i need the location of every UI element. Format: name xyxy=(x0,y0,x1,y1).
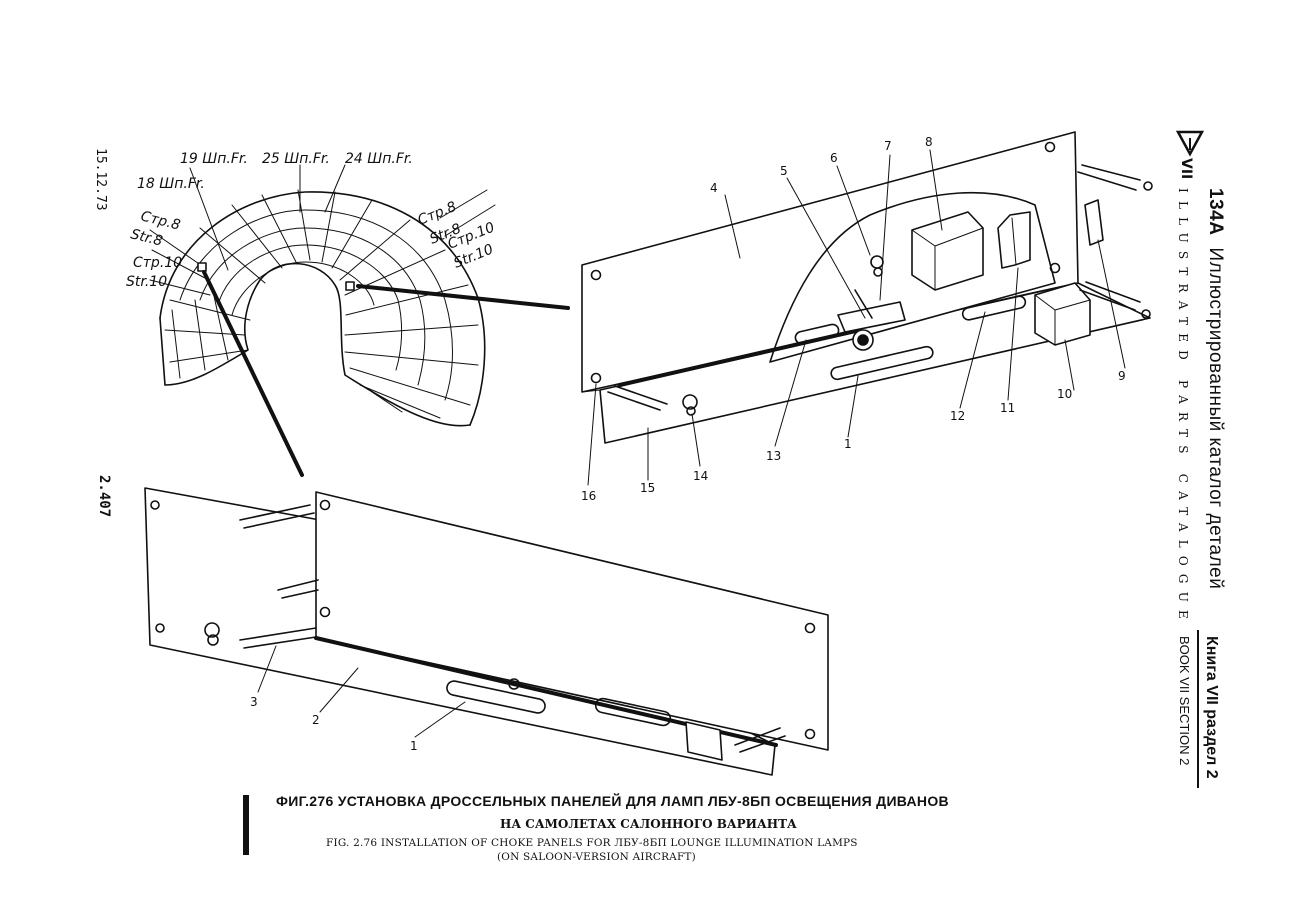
frame-19-label: 19 Шп.Fr. xyxy=(180,151,248,167)
frame-18-label: 18 Шп.Fr. xyxy=(137,176,205,192)
catalogue-title-ru: 134A Иллюстрированный каталог деталей xyxy=(1204,188,1226,589)
figure-caption-en-line2: (ON SALOON-VERSION AIRCRAFT) xyxy=(497,851,696,863)
callout-13: 13 xyxy=(766,449,781,463)
callout-12: 12 xyxy=(950,409,965,423)
callout-11: 11 xyxy=(1000,401,1015,415)
book-section-en: BOOK VII SECTION 2 xyxy=(1177,636,1192,766)
catalogue-name-ru: Иллюстрированный каталог деталей xyxy=(1205,247,1226,590)
callout-6: 6 xyxy=(830,151,838,165)
callout-16: 16 xyxy=(581,489,596,503)
caption-bar xyxy=(243,795,249,855)
frame-24-label: 24 Шп.Fr. xyxy=(345,151,413,167)
aircraft-model: 134A xyxy=(1205,188,1226,236)
callout-8: 8 xyxy=(925,135,933,149)
callout-4: 4 xyxy=(710,181,718,195)
callout-2: 2 xyxy=(312,713,320,727)
figure-caption-ru: ФИГ.276 УСТАНОВКА ДРОССЕЛЬНЫХ ПАНЕЛЕЙ ДЛ… xyxy=(276,793,949,809)
choke-panel-assembly-view: 3 2 1 xyxy=(144,487,829,776)
stringer-8-en-left: Str.8 xyxy=(129,226,164,249)
callout-1-lower: 1 xyxy=(410,739,418,753)
issue-date: 15.12.73 xyxy=(93,148,108,211)
callout-10: 10 xyxy=(1057,387,1072,401)
callout-7: 7 xyxy=(884,139,892,153)
choke-panel-detail-view: 4 5 6 7 8 9 10 11 12 1 13 14 15 16 xyxy=(581,131,1153,503)
callout-3: 3 xyxy=(250,695,258,709)
frame-25-label: 25 Шп.Fr. xyxy=(262,151,330,167)
page-number: 2.407 xyxy=(96,475,112,518)
callout-14: 14 xyxy=(693,469,708,483)
stringer-10-en-left: Str.10 xyxy=(126,274,167,290)
figure-caption-ru-line2: НА САМОЛЕТАХ САЛОННОГО ВАРИАНТА xyxy=(500,817,797,831)
callout-5: 5 xyxy=(780,164,788,178)
figure-caption-en: FIG. 2.76 INSTALLATION OF CHOKE PANELS F… xyxy=(326,837,858,849)
svg-text:VII: VII xyxy=(1178,158,1194,179)
fuselage-section-sketch: 19 Шп.Fr. 25 Шп.Fr. 24 Шп.Fr. 18 Шп.Fr. … xyxy=(126,151,570,477)
header-divider xyxy=(1197,630,1199,788)
callout-15: 15 xyxy=(640,481,655,495)
stringer-10-ru-left: Стр.10 xyxy=(133,255,182,271)
callout-9: 9 xyxy=(1118,369,1126,383)
callout-1-upper: 1 xyxy=(844,437,852,451)
catalogue-title-en: ILLUSTRATED PARTS CATALOGUE xyxy=(1176,188,1190,627)
book-section-ru: Книга VII раздел 2 xyxy=(1203,636,1220,779)
manual-logo-icon: VII xyxy=(1175,130,1205,179)
